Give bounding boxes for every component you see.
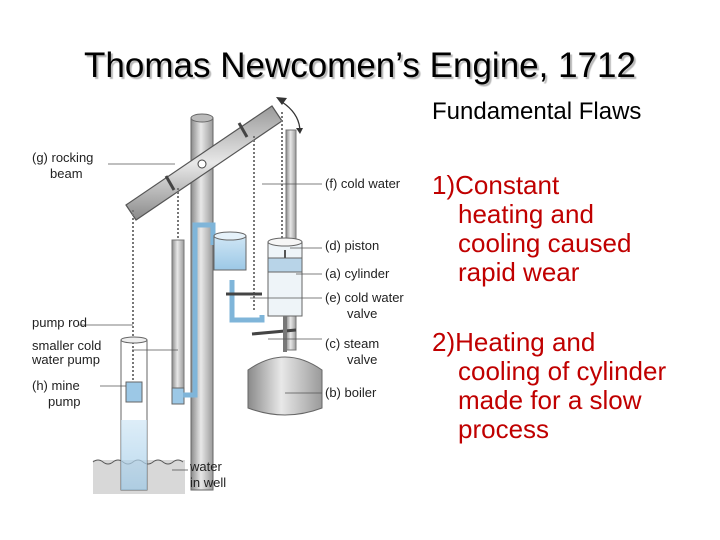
label-piston: (d) piston [325, 238, 379, 253]
label-rocking-beam-2: beam [50, 166, 83, 181]
label-cold-water-valve-1: (e) cold water [325, 290, 404, 305]
boiler [247, 356, 323, 416]
label-steam-valve-2: valve [347, 352, 377, 367]
cold-water-tank [213, 231, 247, 271]
label-cold-water-valve-2: valve [347, 306, 377, 321]
slide-subtitle: Fundamental Flaws [432, 98, 642, 125]
label-mine-pump-1: (h) mine [32, 378, 80, 393]
label-smaller-pump-2: water pump [31, 352, 100, 367]
rocking-direction-arrow [276, 97, 303, 134]
smaller-cold-water-pump [171, 239, 185, 405]
label-cylinder: (a) cylinder [325, 266, 390, 281]
flaw-1-line-3: cooling caused [458, 228, 632, 258]
cylinder [267, 237, 303, 317]
label-boiler: (b) boiler [325, 385, 377, 400]
label-pump-rod: pump rod [32, 315, 87, 330]
flaw-2-line-1: 2)Heating and [432, 327, 596, 357]
water-pipes [183, 222, 265, 398]
flaw-item-1: 1)Constant heating and cooling caused ra… [432, 171, 717, 287]
steam-valve [251, 316, 297, 352]
label-rocking-beam-1: (g) rocking [32, 150, 93, 165]
slide-title: Thomas Newcomen’s Engine, 1712 [84, 46, 636, 85]
label-steam-valve-1: (c) steam [325, 336, 379, 351]
label-water-in-well-1: water [189, 459, 222, 474]
flaw-2-line-3: made for a slow [458, 385, 642, 415]
label-mine-pump-2: pump [48, 394, 81, 409]
label-leader-lines [78, 163, 322, 471]
flaw-1-line-4: rapid wear [458, 257, 580, 287]
flaw-2-line-4: process [458, 414, 550, 444]
flaw-1-line-2: heating and [458, 199, 594, 229]
mine-pump [120, 336, 148, 491]
flaw-item-2: 2)Heating and cooling of cylinder made f… [432, 328, 717, 444]
flaw-2-line-2: cooling of cylinder [458, 356, 667, 386]
label-smaller-pump-1: smaller cold [32, 338, 101, 353]
label-water-in-well-2: in well [190, 475, 226, 490]
label-cold-water: (f) cold water [325, 176, 401, 191]
flaw-1-line-1: 1)Constant [432, 170, 560, 200]
